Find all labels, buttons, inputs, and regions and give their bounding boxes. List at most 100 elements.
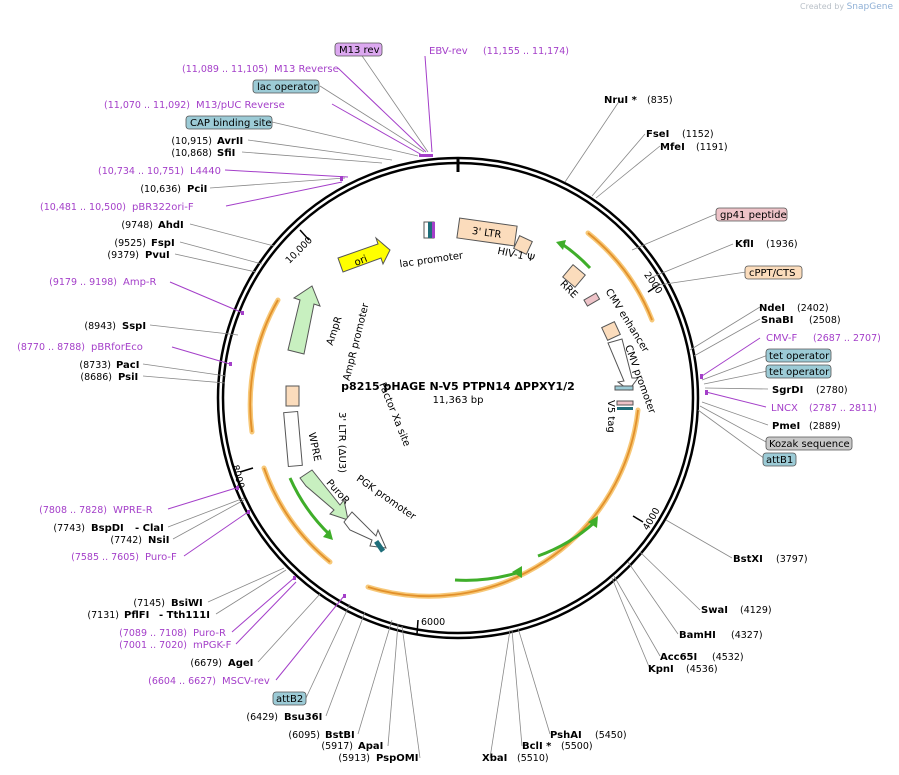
credit-prefix: Created by (800, 2, 845, 11)
tick-10000: 10,000 (284, 235, 315, 266)
boxed-cppt: cPPT/CTS (744, 265, 803, 280)
enz-swai: SwaI (701, 605, 728, 616)
box-tetop1-bg (765, 348, 832, 363)
enz-bcli: BclI * (522, 741, 552, 752)
boxed-m13rev: M13 rev (334, 42, 383, 57)
enz-sgrdi-pos: (2780) (816, 385, 848, 396)
small-marker-mscv (343, 594, 346, 598)
primer-ampr-name: Amp-R (123, 277, 157, 288)
primer-m13-reverse: (11,089 .. 11,105) M13 Reverse (182, 64, 339, 75)
green-arcs (288, 242, 597, 582)
feature-cmv-promoter (607, 338, 639, 391)
primer-ebv-pos: (11,155 .. 11,174) (483, 46, 569, 57)
enz-paci: PacI (116, 360, 139, 371)
enz-acc65i: Acc65I (660, 652, 697, 663)
snapgene-credit: Created by SnapGene (800, 2, 893, 12)
label-3ltr: 3' LTR (471, 226, 502, 241)
enz-mfei-pos: (1191) (696, 142, 728, 153)
enz-sfii: SfiI (217, 148, 235, 159)
primer-ebv-name: EBV-rev (429, 46, 468, 57)
small-marker-l4440 (340, 176, 343, 181)
enzymes-right: NruI * (835) FseI (1152) MfeI (1191) Kfl… (482, 95, 848, 764)
box-attb1-bg (762, 452, 797, 467)
enz-clai: - ClaI (135, 523, 164, 534)
enz-pshai: PshAI (550, 730, 582, 741)
box-cppt-bg (744, 265, 803, 280)
boxed-cap: CAP binding site (185, 115, 273, 130)
enz-kfli: KflI (735, 239, 754, 250)
enz-bamhi: BamHI (679, 630, 716, 641)
primer-pbrforeco: (8770 .. 8788) pBRforEco (17, 342, 143, 353)
enz-bstbi: BstBI (325, 730, 355, 741)
feature-ori: ori (337, 236, 391, 273)
enz-fspi: FspI (151, 238, 175, 249)
primer-ampr: (9179 .. 9198) Amp-R (49, 277, 156, 288)
primer-lncx-name: LNCX (771, 403, 798, 414)
primer-mpgk-pos: (7001 .. 7020) (119, 640, 187, 651)
box-lacop-text: lac operator (257, 82, 318, 93)
enz-nrui-pos: (835) (647, 95, 673, 106)
enz-pspomi-pos: (5913) (338, 753, 370, 764)
primer-purof-name: Puro-F (145, 552, 177, 563)
primer-m13r-pos: (11,089 .. 11,105) (182, 64, 268, 75)
enzymes-left: (10,915) AvrII (10,868) SfiI (10,636) Pc… (53, 136, 418, 764)
enz-psii: PsiI (118, 372, 138, 383)
box-attb2-text: attB2 (276, 694, 303, 705)
enz-pflfi-pos: (7131) (87, 610, 119, 621)
primer-ebv-rev: EBV-rev (11,155 .. 11,174) (429, 46, 569, 57)
primer-m13puc-name: M13/pUC Reverse (196, 100, 285, 111)
small-marker-lncx (705, 390, 708, 395)
primer-mscv-name: MSCV-rev (222, 676, 270, 687)
primer-l4440: (10,734 .. 10,751) L4440 (98, 166, 221, 177)
label-pgk-promoter: PGK promoter (354, 473, 418, 523)
box-attb1-text: attB1 (766, 455, 793, 466)
feature-3ltr-du3 (285, 385, 300, 407)
feature-ampr (287, 285, 321, 355)
enz-pvui: PvuI (145, 250, 170, 261)
enz-bstbi-pos: (6095) (288, 730, 320, 741)
enz-sspi: SspI (122, 321, 146, 332)
small-marker-puror (293, 576, 296, 580)
enz-bsu36i: Bsu36I (284, 712, 322, 723)
primer-pbr322-pos: (10,481 .. 10,500) (40, 202, 126, 213)
feature-3ltr: 3' LTR (456, 217, 518, 247)
enz-fsei-pos: (1152) (682, 129, 714, 140)
primer-pbr322ori: (10,481 .. 10,500) pBR322ori-F (40, 202, 194, 213)
orf-arcs-core (249, 232, 653, 598)
label-lac-promoter: lac promoter (399, 250, 465, 270)
enz-pmei: PmeI (772, 421, 800, 432)
box-kozak-text: Kozak sequence (769, 439, 850, 450)
primer-puro-f: (7585 .. 7605) Puro-F (71, 552, 177, 563)
primer-m13puc-pos: (11,070 .. 11,092) (104, 100, 190, 111)
label-ampr-promoter: AmpR promoter (342, 301, 372, 382)
primer-pbr322-name: pBR322ori-F (132, 202, 194, 213)
feature-v5-tag (616, 400, 634, 406)
enz-acc65i-pos: (4532) (712, 652, 744, 663)
small-marker-wpre (236, 486, 239, 490)
enz-psii-pos: (8686) (80, 372, 112, 383)
primer-cmvf-pos: (2687 .. 2707) (813, 333, 881, 344)
boxed-attb2: attB2 (272, 691, 307, 706)
enz-ndei: NdeI (759, 303, 785, 314)
label-hiv-psi: HIV-1 Ψ (496, 246, 535, 265)
enz-pflfi: PflFI (124, 610, 149, 621)
feature-ltr-small (513, 235, 533, 255)
primer-wprer-pos: (7808 .. 7828) (39, 505, 107, 516)
primer-cmvf-name: CMV-F (766, 333, 797, 344)
boxed-lac-operator: lac operator (252, 79, 320, 94)
enz-agei-pos: (6679) (190, 658, 222, 669)
enz-xbai-pos: (5510) (517, 753, 549, 764)
box-m13rev-text: M13 rev (339, 45, 380, 56)
enz-sfii-pos: (10,868) (171, 148, 212, 159)
small-marker-cmvf (700, 374, 703, 379)
plasmid-size: 11,363 bp (433, 395, 484, 406)
primer-leaders (167, 55, 767, 681)
green-arrowheads (323, 240, 598, 578)
box-tetop2-bg (765, 364, 832, 379)
enzyme-leaders (142, 49, 769, 759)
primer-m13r-name: M13 Reverse (274, 64, 339, 75)
box-kozak-bg (765, 436, 853, 451)
enz-tth111i: - Tth111I (159, 610, 210, 621)
primer-purof-pos: (7585 .. 7605) (71, 552, 139, 563)
